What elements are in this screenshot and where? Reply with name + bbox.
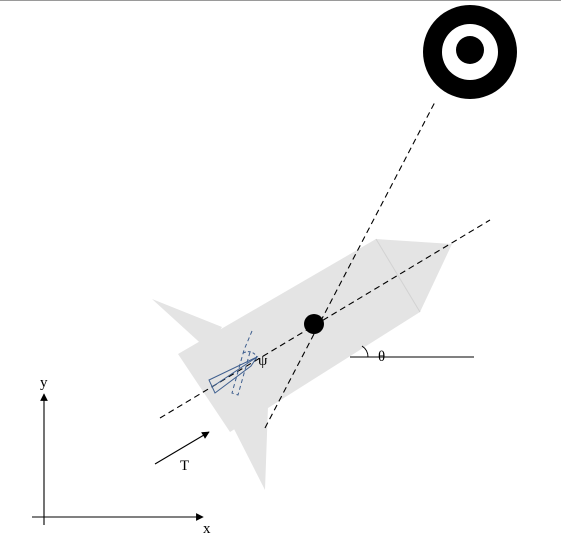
x-axis-label: x (203, 521, 211, 537)
center-of-mass-icon (304, 314, 324, 334)
theta-label: θ (378, 349, 385, 365)
thrust-arrow (154, 431, 210, 465)
rocket-body (178, 239, 452, 432)
target-icon (423, 5, 517, 99)
nozzle-centerline (211, 356, 258, 388)
psi-arc (242, 351, 258, 358)
nozzle-outline (208, 355, 259, 394)
psi-label: ψ (258, 353, 268, 369)
rocket-nose-seam (375, 238, 421, 313)
nozzle (208, 330, 259, 396)
theta-arc (361, 345, 369, 358)
nozzle-dashed-position (231, 330, 253, 396)
top-border (0, 0, 561, 1)
rocket (152, 238, 452, 490)
y-axis-label: y (40, 375, 48, 391)
thrust-label: T (180, 458, 189, 474)
line-of-sight (264, 99, 437, 429)
rocket-bottom-fin (232, 406, 268, 490)
rocket-top-fin (152, 299, 222, 350)
